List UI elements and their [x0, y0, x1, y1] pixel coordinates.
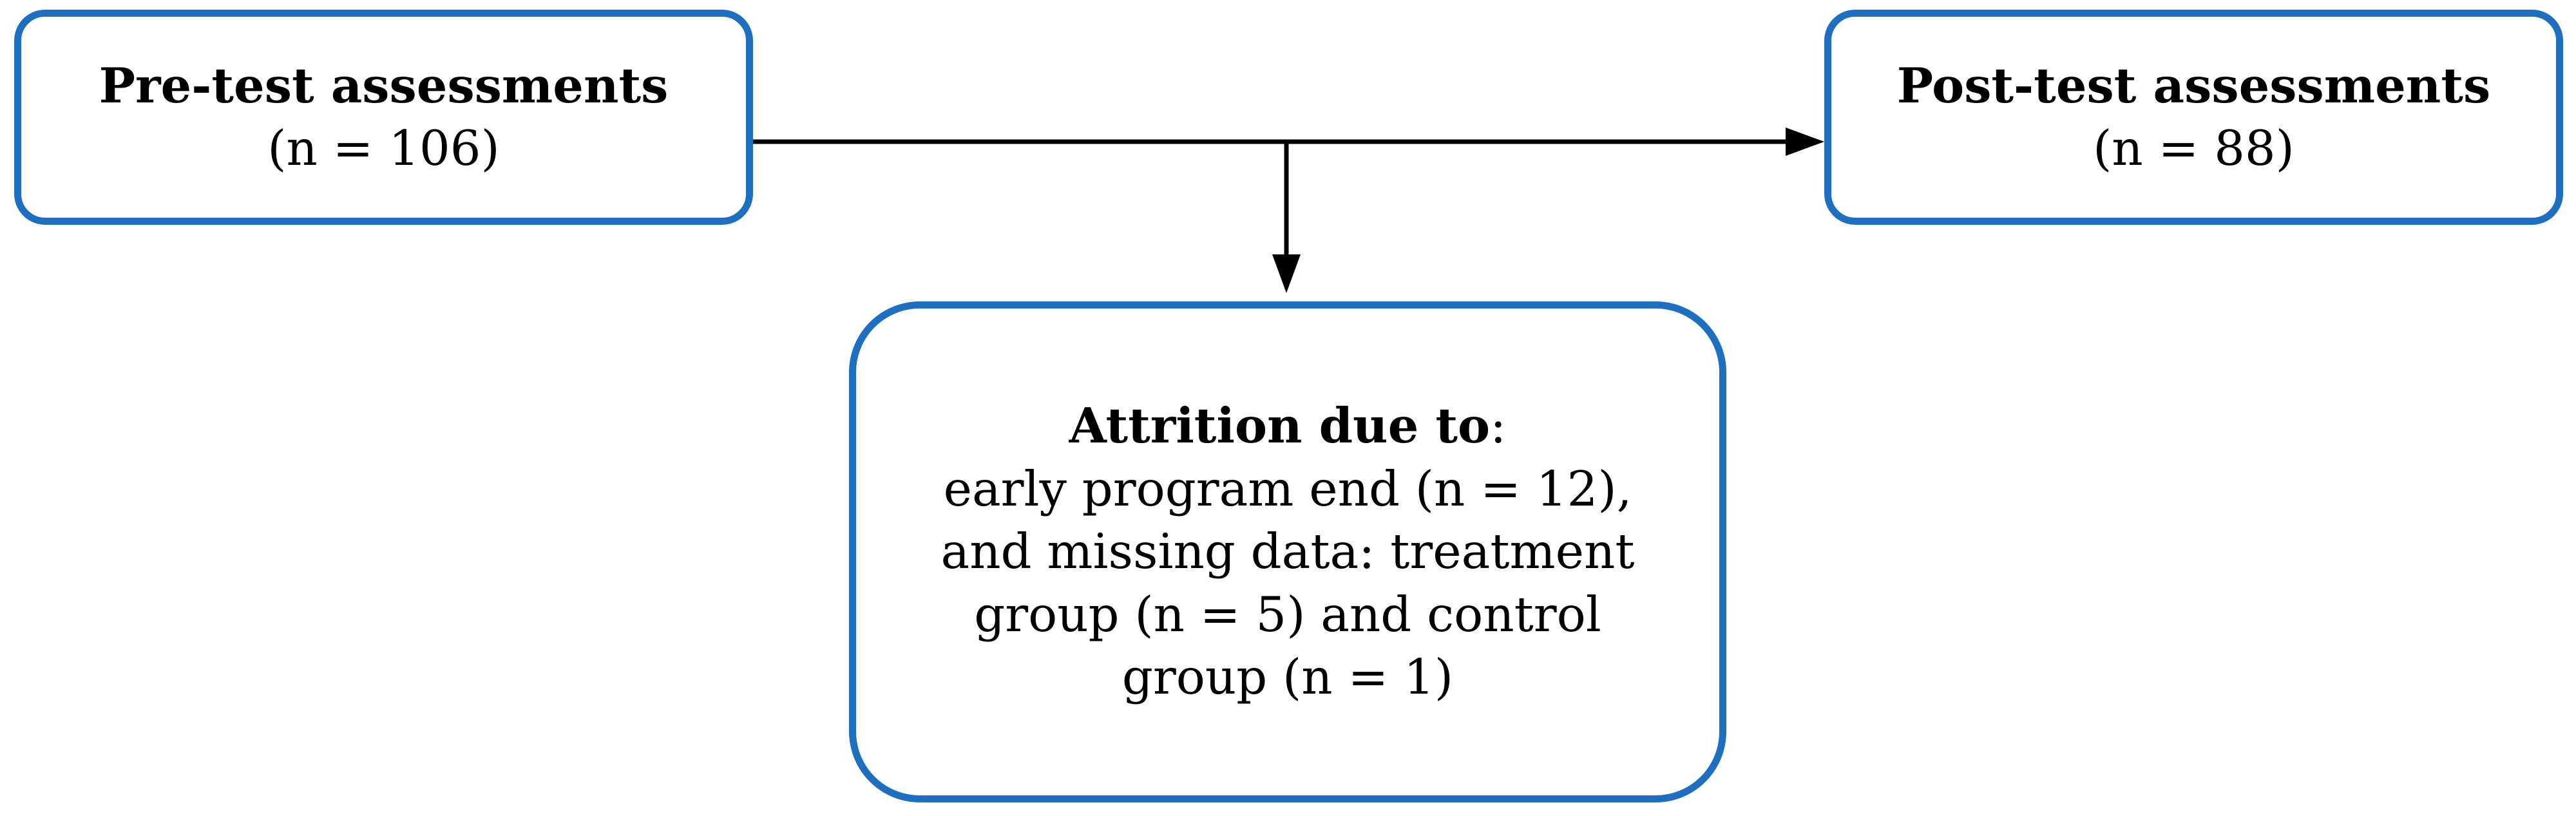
attrition-heading: Attrition due to: — [1069, 395, 1507, 458]
post-test-box: Post-test assessments (n = 88) — [1824, 10, 2563, 225]
attrition-title-suffix: : — [1490, 397, 1507, 455]
attrition-box: Attrition due to: early program end (n =… — [849, 301, 1726, 802]
attrition-line: early program end (n = 12), — [943, 460, 1632, 517]
pre-test-box: Pre-test assessments (n = 106) — [14, 10, 753, 225]
post-test-title: Post-test assessments — [1896, 57, 2491, 114]
post-test-count: (n = 88) — [2093, 120, 2295, 176]
pre-test-title: Pre-test assessments — [99, 57, 669, 114]
pre-to-post-arrowhead — [1786, 128, 1824, 156]
branch-to-attrition-arrowhead — [1272, 254, 1301, 293]
attrition-line: and missing data: treatment — [940, 523, 1635, 580]
attrition-line: group (n = 5) and control — [974, 585, 1601, 643]
attrition-title: Attrition due to — [1069, 397, 1491, 455]
pre-test-count: (n = 106) — [267, 120, 500, 176]
attrition-line: group (n = 1) — [1121, 649, 1454, 706]
